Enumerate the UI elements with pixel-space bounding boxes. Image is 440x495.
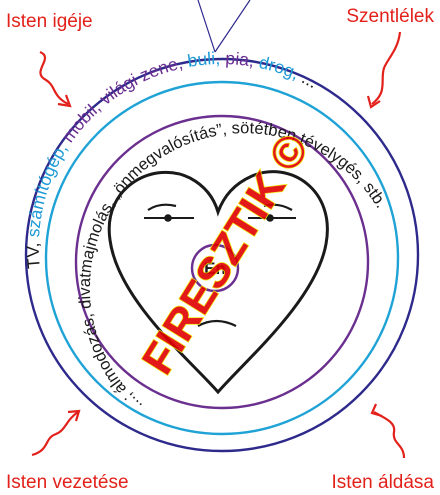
arrow-isten-igeje-icon xyxy=(40,52,70,106)
label-isten-aldasa: Isten áldása xyxy=(332,472,435,493)
outer-ring-part-1: TV, xyxy=(23,242,44,269)
arrow-isten-vezetese-icon xyxy=(32,411,79,455)
label-isten-vezetese: Isten vezetése xyxy=(6,472,129,493)
left-eye-dot xyxy=(164,214,172,222)
outer-ring-part-4: buli, xyxy=(181,48,221,72)
watermark: FIRESZTIK © xyxy=(133,126,319,383)
label-szentlelek: Szentlélek xyxy=(346,6,434,27)
arrow-isten-aldasa-icon xyxy=(372,404,404,458)
label-isten-igeje: Isten igéje xyxy=(6,11,93,32)
outer-ring-part-6: drog, xyxy=(253,51,303,83)
outer-ring-part-5: pia, xyxy=(220,48,256,71)
outer-ring-part-2: számítógép, xyxy=(23,139,72,242)
watermark-text: FIRESZTIK © xyxy=(133,126,319,383)
top-cone-lines xyxy=(198,0,250,52)
left-eyebrow xyxy=(148,205,176,210)
outer-ring-part-3: mobil, világi zene, xyxy=(55,52,185,150)
arrow-szentlelek-icon xyxy=(368,32,400,107)
